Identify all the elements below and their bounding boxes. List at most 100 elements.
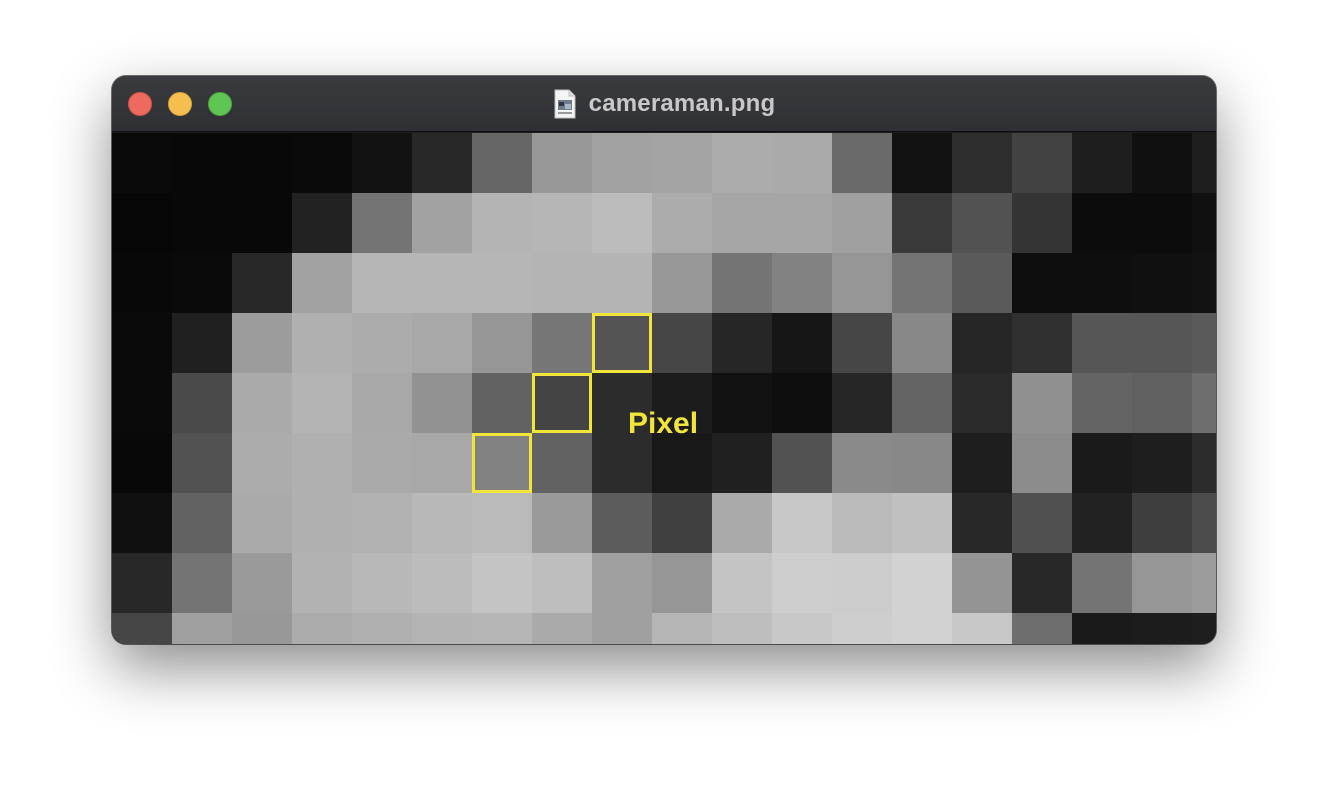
pixel-cell xyxy=(652,493,712,553)
title-bar[interactable]: cameraman.png xyxy=(112,76,1216,132)
pixel-cell xyxy=(232,373,292,433)
pixel-cell xyxy=(832,133,892,193)
pixel-cell xyxy=(1132,433,1192,493)
pixel-cell xyxy=(1192,433,1216,493)
pixel-highlight-box xyxy=(532,373,592,433)
pixel-cell xyxy=(232,193,292,253)
pixel-cell xyxy=(112,313,172,373)
pixel-cell xyxy=(472,253,532,313)
pixel-cell xyxy=(112,433,172,493)
pixel-cell xyxy=(892,613,952,644)
pixel-cell xyxy=(712,193,772,253)
pixel-cell xyxy=(532,493,592,553)
pixel-cell xyxy=(952,433,1012,493)
pixel-highlight-box xyxy=(592,313,652,373)
pixel-cell xyxy=(1192,133,1216,193)
pixel-cell xyxy=(952,613,1012,644)
pixel-cell xyxy=(112,553,172,613)
pixel-cell xyxy=(1072,253,1132,313)
pixel-cell xyxy=(112,493,172,553)
pixel-cell xyxy=(772,193,832,253)
pixel-cell xyxy=(292,253,352,313)
window-title: cameraman.png xyxy=(588,90,776,117)
pixel-cell xyxy=(292,553,352,613)
pixel-cell xyxy=(472,313,532,373)
pixel-cell xyxy=(532,253,592,313)
pixel-cell xyxy=(952,253,1012,313)
pixel-cell xyxy=(172,373,232,433)
pixel-cell xyxy=(712,553,772,613)
pixel-cell xyxy=(832,193,892,253)
pixel-cell xyxy=(472,133,532,193)
pixel-cell xyxy=(112,193,172,253)
pixel-cell xyxy=(892,253,952,313)
pixel-cell xyxy=(952,373,1012,433)
pixel-cell xyxy=(172,553,232,613)
pixel-cell xyxy=(832,553,892,613)
image-canvas[interactable]: Pixel xyxy=(112,133,1216,644)
pixel-cell xyxy=(472,193,532,253)
pixel-cell xyxy=(892,553,952,613)
pixel-cell xyxy=(952,193,1012,253)
pixel-cell xyxy=(352,253,412,313)
pixel-cell xyxy=(232,133,292,193)
pixel-cell xyxy=(892,433,952,493)
pixel-cell xyxy=(472,553,532,613)
pixel-cell xyxy=(772,373,832,433)
pixel-cell xyxy=(832,493,892,553)
pixel-cell xyxy=(592,553,652,613)
pixel-cell xyxy=(592,313,652,373)
pixel-cell xyxy=(772,493,832,553)
title-group: cameraman.png xyxy=(112,76,1216,132)
pixel-cell xyxy=(292,193,352,253)
pixel-cell xyxy=(1132,373,1192,433)
pixel-cell xyxy=(1012,613,1072,644)
pixel-cell xyxy=(712,373,772,433)
pixel-cell xyxy=(892,133,952,193)
pixel-cell xyxy=(952,553,1012,613)
pixel-cell xyxy=(412,313,472,373)
pixel-cell xyxy=(1012,313,1072,373)
pixel-cell xyxy=(352,313,412,373)
pixel-cell xyxy=(592,613,652,644)
pixel-cell xyxy=(832,613,892,644)
pixel-cell xyxy=(592,253,652,313)
pixel-cell xyxy=(292,373,352,433)
pixel-cell xyxy=(832,313,892,373)
pixel-cell xyxy=(1192,613,1216,644)
pixel-cell xyxy=(292,313,352,373)
pixel-cell xyxy=(472,433,532,493)
pixel-cell xyxy=(172,613,232,644)
pixel-cell xyxy=(232,613,292,644)
pixel-cell xyxy=(412,133,472,193)
pixel-cell xyxy=(832,253,892,313)
pixel-cell xyxy=(532,313,592,373)
pixel-cell xyxy=(712,253,772,313)
pixel-cell xyxy=(352,133,412,193)
pixel-cell xyxy=(712,433,772,493)
pixel-cell xyxy=(532,193,592,253)
pixel-cell xyxy=(472,613,532,644)
pixel-cell xyxy=(712,313,772,373)
png-document-icon xyxy=(554,89,576,119)
pixel-cell xyxy=(412,433,472,493)
pixel-cell xyxy=(772,433,832,493)
pixel-cell xyxy=(1132,133,1192,193)
maximize-button[interactable] xyxy=(208,92,232,116)
pixel-cell xyxy=(472,373,532,433)
pixel-cell xyxy=(592,193,652,253)
pixel-cell xyxy=(712,613,772,644)
pixel-cell xyxy=(592,433,652,493)
pixel-cell xyxy=(412,553,472,613)
pixel-cell xyxy=(172,493,232,553)
minimize-button[interactable] xyxy=(168,92,192,116)
pixel-cell xyxy=(292,493,352,553)
pixel-cell xyxy=(772,613,832,644)
pixel-cell xyxy=(352,493,412,553)
pixel-cell xyxy=(1132,253,1192,313)
pixel-cell xyxy=(592,493,652,553)
close-button[interactable] xyxy=(128,92,152,116)
pixel-cell xyxy=(1072,373,1132,433)
pixel-cell xyxy=(1012,373,1072,433)
pixel-cell xyxy=(532,433,592,493)
